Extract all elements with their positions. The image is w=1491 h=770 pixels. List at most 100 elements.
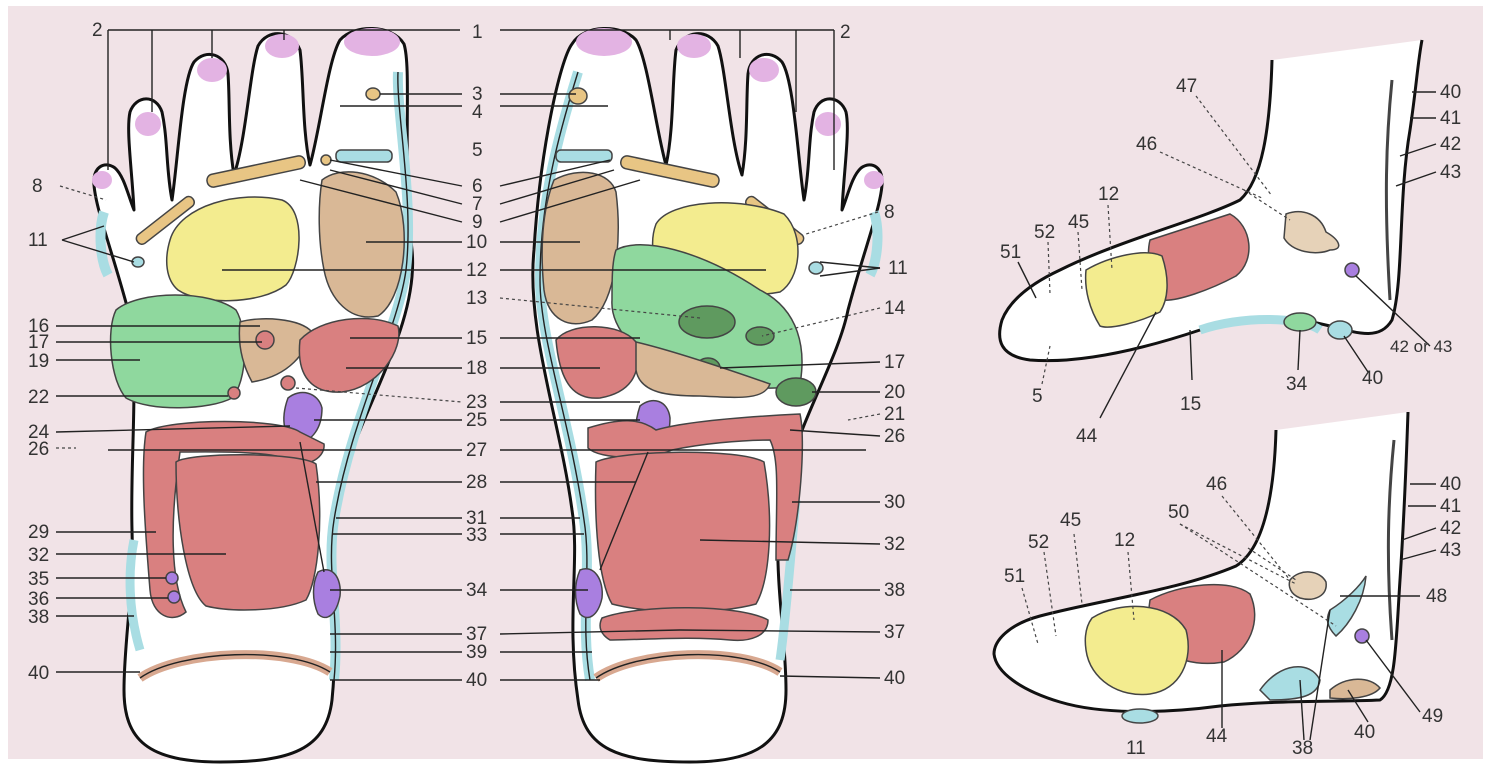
label-21: 21	[884, 404, 905, 425]
label-35: 35	[28, 569, 49, 590]
right-toe4-head	[815, 112, 841, 136]
medial-point-48	[1289, 572, 1326, 599]
left-bigtoe-head	[344, 28, 400, 56]
medial-point-11	[1122, 709, 1158, 723]
left-neck-zone	[336, 150, 392, 162]
label-29: 29	[28, 522, 49, 543]
lateral-point-40	[1328, 321, 1352, 339]
label-41-med: 41	[1440, 496, 1461, 517]
label-4: 4	[472, 102, 483, 123]
right-point-14	[746, 327, 774, 345]
label-32-left: 32	[28, 545, 49, 566]
lateral-point-34	[1284, 313, 1316, 331]
label-38-left: 38	[28, 607, 49, 628]
right-gallbladder-zone	[679, 306, 735, 338]
label-48: 48	[1426, 586, 1447, 607]
label-52-med: 52	[1028, 532, 1049, 553]
label-10: 10	[466, 232, 487, 253]
right-bladder-zone	[576, 569, 603, 618]
label-22: 22	[28, 387, 49, 408]
label-11-med: 11	[1126, 738, 1146, 759]
label-42-med: 42	[1440, 518, 1461, 539]
label-44-lat: 44	[1076, 426, 1098, 447]
label-11-left: 11	[28, 230, 48, 251]
label-11-right: 11	[888, 258, 908, 279]
label-46-med: 46	[1206, 474, 1227, 495]
label-28: 28	[466, 472, 487, 493]
label-50: 50	[1168, 502, 1189, 523]
label-17-left: 17	[28, 332, 49, 353]
label-20: 20	[884, 382, 905, 403]
right-toe5-head	[864, 171, 884, 189]
label-8-right: 8	[884, 202, 895, 223]
right-bigtoe-head	[576, 28, 632, 56]
left-gallbladder	[256, 331, 274, 349]
label-38-med: 38	[1292, 738, 1313, 759]
label-39: 39	[466, 642, 487, 663]
label-32-right: 32	[884, 534, 905, 555]
label-2-left: 2	[92, 20, 103, 41]
right-pituitary	[569, 88, 587, 104]
label-40-ach-lat: 40	[1440, 82, 1461, 103]
right-point-11	[809, 262, 823, 274]
label-40-ach-med: 40	[1440, 474, 1461, 495]
label-45-lat: 45	[1068, 212, 1089, 233]
left-toe5-head	[92, 171, 112, 189]
lateral-point-42-43	[1345, 263, 1359, 277]
left-toe2-head	[265, 34, 299, 58]
label-45-med: 45	[1060, 510, 1081, 531]
label-5-lat: 5	[1032, 386, 1043, 407]
label-46-lat: 46	[1136, 134, 1157, 155]
label-13: 13	[466, 288, 487, 309]
left-small-point	[321, 155, 331, 165]
left-point-22	[228, 387, 240, 399]
left-point-35	[166, 572, 178, 584]
right-neck-zone	[556, 150, 612, 162]
label-1: 1	[472, 22, 483, 43]
label-43-lat: 43	[1440, 162, 1461, 183]
label-25: 25	[466, 410, 487, 431]
label-26-right: 26	[884, 426, 905, 447]
label-34: 34	[466, 580, 488, 601]
label-18: 18	[466, 358, 487, 379]
label-44-med: 44	[1206, 726, 1228, 747]
label-51-med: 51	[1004, 566, 1025, 587]
label-30: 30	[884, 492, 905, 513]
label-42-lat: 42	[1440, 134, 1461, 155]
label-8-left: 8	[32, 176, 43, 197]
label-5: 5	[472, 140, 483, 161]
right-toe2-head	[677, 34, 711, 58]
label-40-med: 40	[1354, 722, 1375, 743]
label-42-or-43: 42 or 43	[1390, 337, 1452, 356]
left-pituitary	[366, 88, 380, 100]
label-12-lat: 12	[1098, 184, 1119, 205]
label-19: 19	[28, 351, 49, 372]
label-12: 12	[466, 260, 487, 281]
left-point-36	[168, 591, 180, 603]
label-40-left: 40	[28, 663, 49, 684]
label-40-right: 40	[884, 668, 905, 689]
label-34-lat: 34	[1286, 374, 1308, 395]
label-27: 27	[466, 440, 487, 461]
label-52-lat: 52	[1034, 222, 1055, 243]
right-point-20	[776, 378, 816, 406]
left-toe4-head	[135, 112, 161, 136]
right-toe3-head	[749, 58, 779, 82]
label-37-right: 37	[884, 622, 905, 643]
left-liver-zone	[111, 295, 245, 408]
label-40-lat: 40	[1362, 368, 1383, 389]
label-33: 33	[466, 525, 487, 546]
label-41-lat: 41	[1440, 108, 1461, 129]
label-47: 47	[1176, 76, 1197, 97]
left-point-23	[281, 376, 295, 390]
label-38-right: 38	[884, 580, 905, 601]
label-14: 14	[884, 298, 906, 319]
left-toe3-head	[197, 58, 227, 82]
label-40-center: 40	[466, 670, 487, 691]
label-43-med: 43	[1440, 540, 1461, 561]
label-51-lat: 51	[1000, 242, 1021, 263]
label-12-med: 12	[1114, 530, 1135, 551]
label-49: 49	[1422, 706, 1443, 727]
